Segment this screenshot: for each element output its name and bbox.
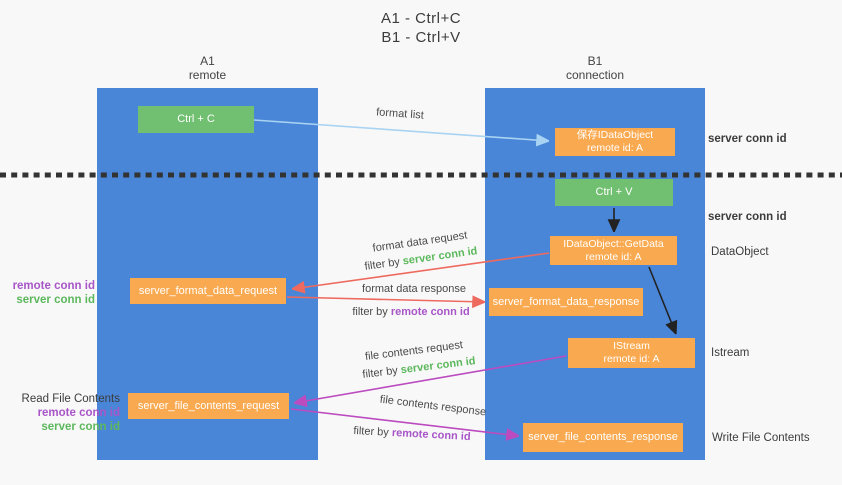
- server-file-contents-request-node: server_file_contents_request: [128, 393, 289, 419]
- server-format-data-request-node: server_format_data_request: [130, 278, 286, 304]
- server-format-data-response-node: server_format_data_response: [489, 288, 643, 316]
- write-file-contents-label: Write File Contents: [712, 432, 810, 444]
- column-b1-name: B1: [587, 54, 603, 68]
- server-conn-id-filter: server conn id: [400, 355, 477, 377]
- getdata-line2: remote id: A: [585, 250, 642, 263]
- column-header-b1-connection: B1 connection: [485, 54, 705, 82]
- server-conn-id-label-mid: server conn id: [708, 211, 787, 223]
- column-header-a1-remote: A1 remote: [97, 54, 318, 82]
- remote-conn-id-label: remote conn id: [12, 280, 95, 292]
- server-conn-id-label: server conn id: [16, 294, 95, 306]
- format-data-response-label: format data response: [362, 283, 466, 295]
- server-file-contents-request-label: server_file_contents_request: [137, 399, 280, 412]
- ctrl-c-node: Ctrl + C: [138, 106, 254, 133]
- server-file-contents-response-label: server_file_contents_response: [528, 431, 678, 443]
- save-dataobject-line2: remote id: A: [586, 142, 644, 154]
- server-format-data-response-label: server_format_data_response: [492, 295, 640, 308]
- format-data-response-filter-label: filter by remote conn id: [301, 306, 521, 318]
- server-format-data-request-label: server_format_data_request: [138, 284, 278, 297]
- title-line-ctrl-c: A1 - Ctrl+C: [380, 10, 462, 27]
- format-request-conn-ids: remote conn id server conn id: [0, 279, 95, 307]
- dataobject-label: DataObject: [711, 246, 769, 258]
- istream-line1: IStream: [613, 340, 650, 352]
- istream-line2: remote id: A: [603, 353, 660, 365]
- getdata-node: IDataObject::GetData remote id: A: [550, 236, 677, 265]
- ctrl-v-label: Ctrl + V: [595, 186, 633, 198]
- column-b1-role: connection: [565, 68, 625, 82]
- remote-conn-id-filter: remote conn id: [390, 306, 470, 318]
- getdata-line1: IDataObject::GetData: [563, 237, 664, 250]
- format-list-label: format list: [375, 106, 425, 122]
- save-dataobject-node: 保存IDataObject remote id: A: [555, 128, 675, 156]
- column-a1-name: A1: [200, 54, 215, 68]
- filter-by-prefix: filter by: [352, 306, 391, 318]
- ctrl-c-label: Ctrl + C: [177, 113, 215, 125]
- read-file-contents-label: Read File Contents: [21, 393, 120, 405]
- filter-by-prefix: filter by: [361, 364, 402, 381]
- filter-by-prefix: filter by: [353, 424, 393, 439]
- server-conn-id-label-top: server conn id: [708, 133, 787, 145]
- ctrl-v-node: Ctrl + V: [555, 179, 673, 206]
- server-conn-id-label: server conn id: [41, 421, 120, 433]
- istream-side-label: Istream: [711, 347, 750, 359]
- title-line-ctrl-v: B1 - Ctrl+V: [381, 29, 461, 46]
- remote-conn-id-filter: remote conn id: [391, 426, 471, 444]
- save-dataobject-line1: 保存IDataObject: [576, 129, 654, 141]
- column-a1-role: remote: [188, 68, 227, 82]
- server-file-contents-response-node: server_file_contents_response: [523, 423, 683, 452]
- remote-conn-id-label: remote conn id: [37, 407, 120, 419]
- filter-by-prefix: filter by: [363, 255, 404, 273]
- istream-node: IStream remote id: A: [568, 338, 695, 368]
- read-file-contents-block: Read File Contents remote conn id server…: [0, 392, 120, 434]
- diagram-title: A1 - Ctrl+C B1 - Ctrl+V: [0, 9, 842, 47]
